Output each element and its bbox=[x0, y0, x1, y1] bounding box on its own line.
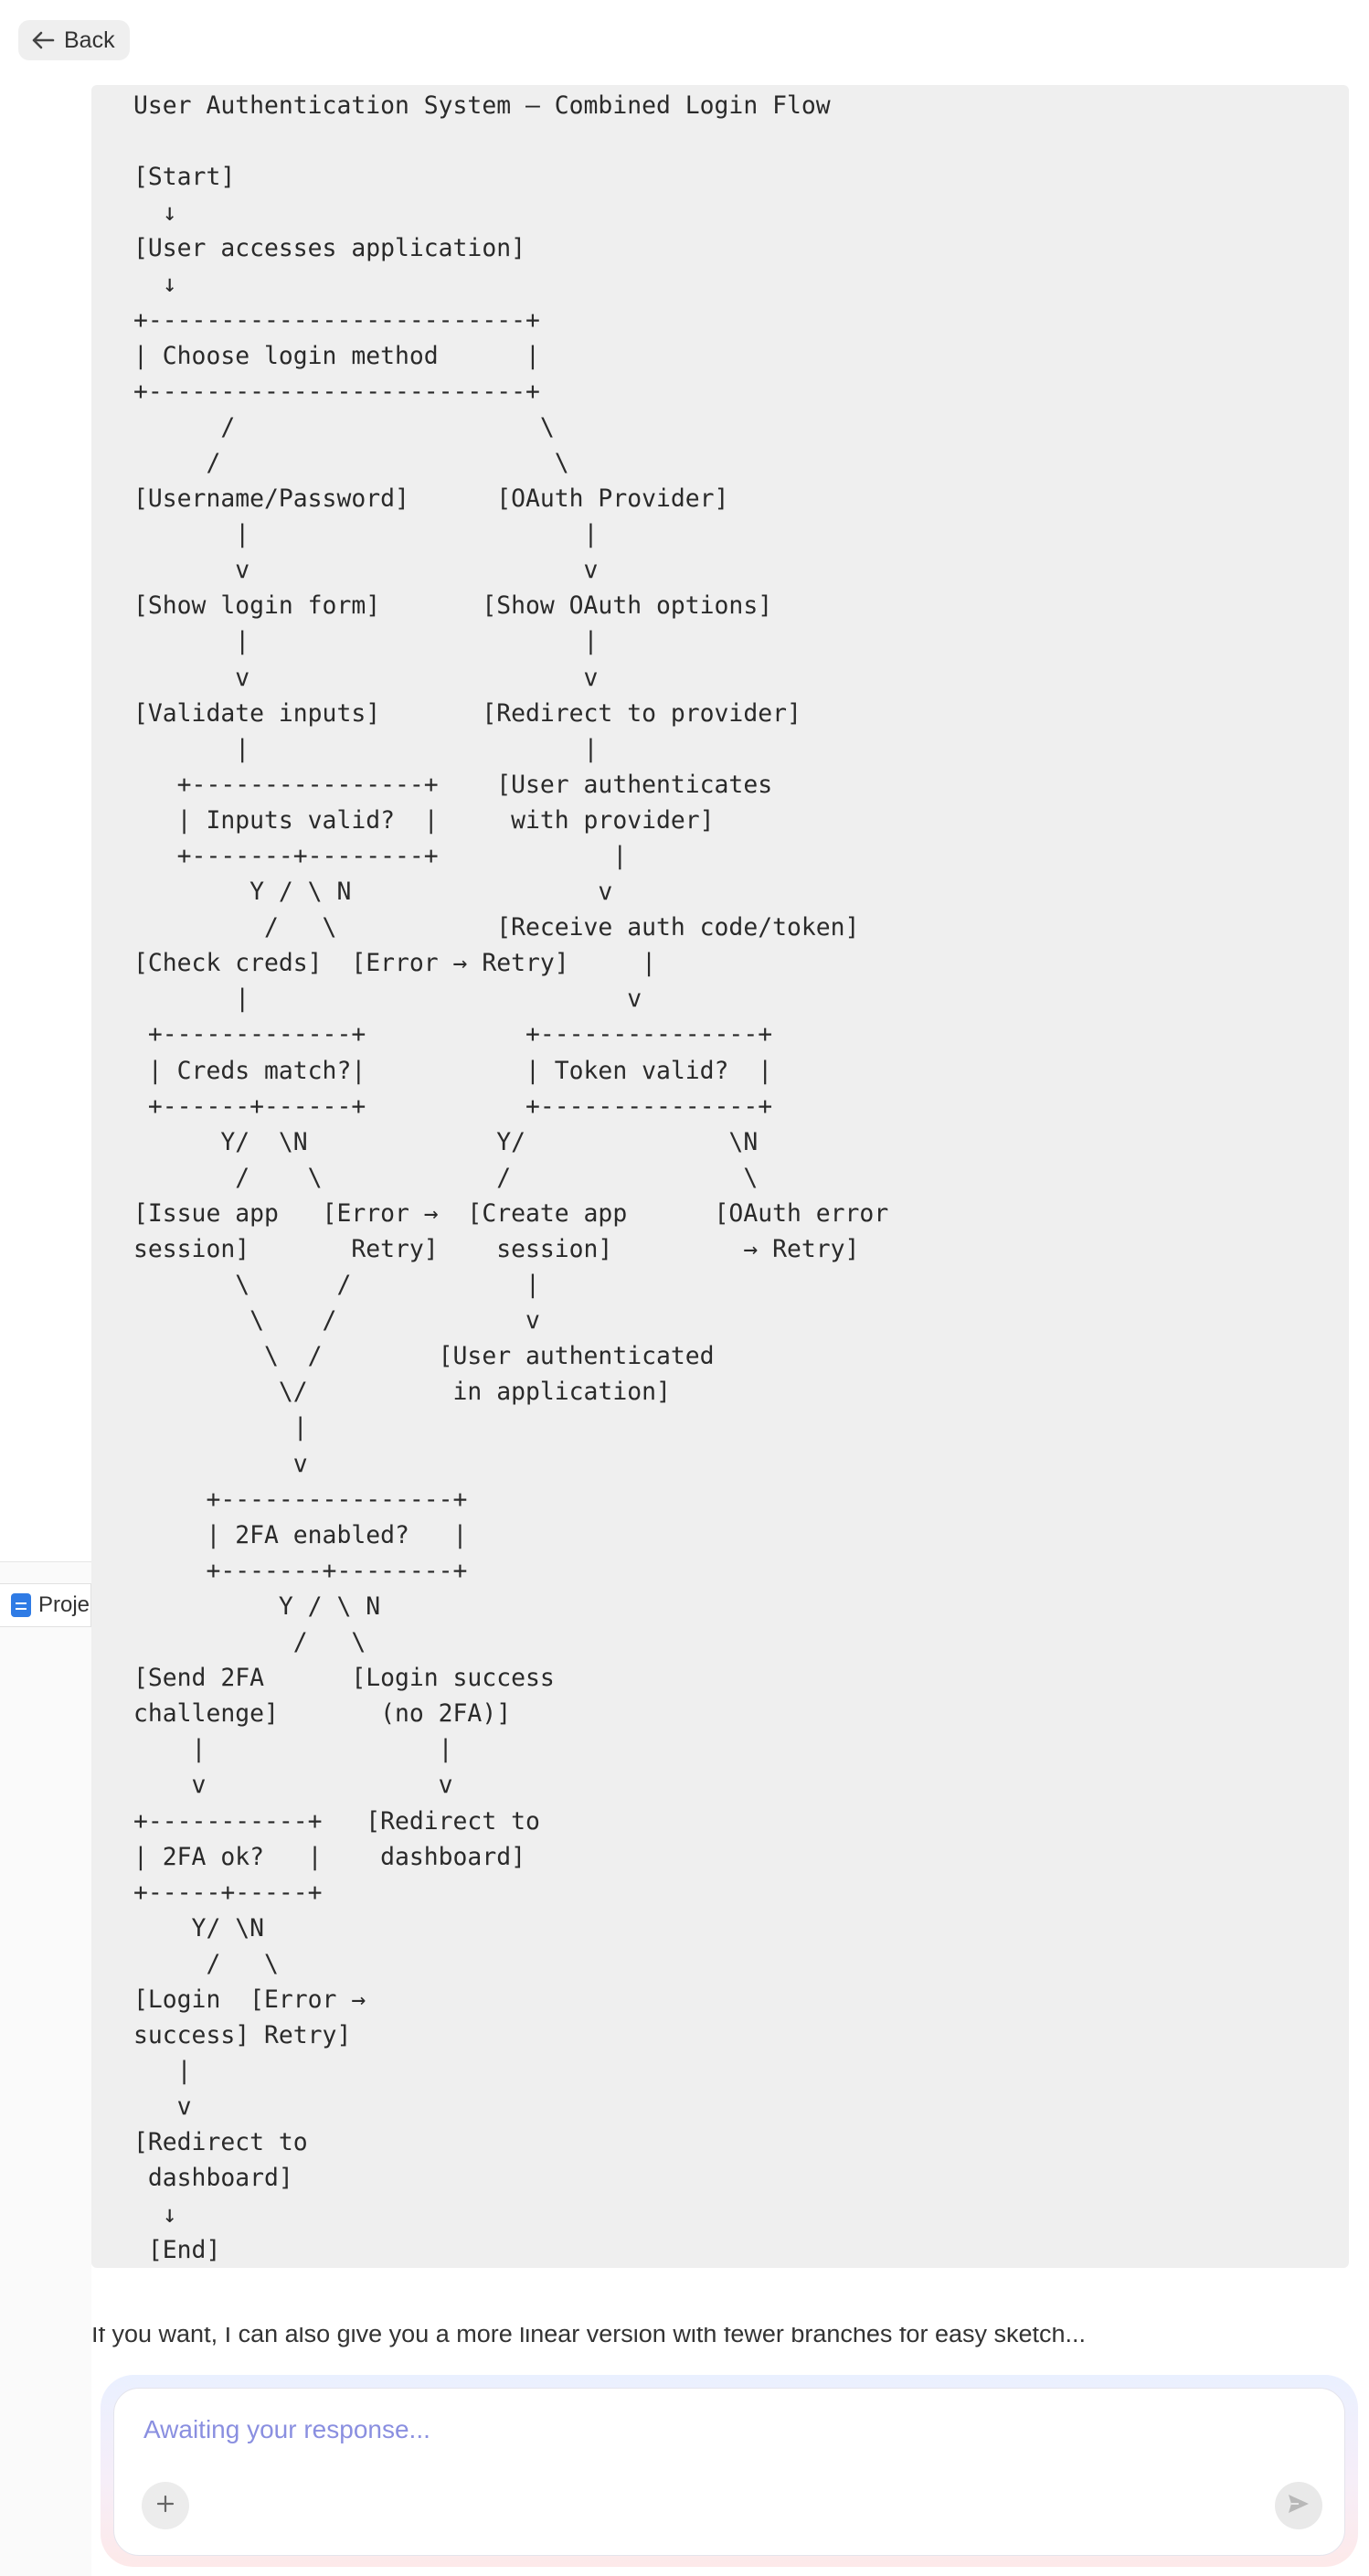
add-attachment-button[interactable] bbox=[142, 2482, 189, 2529]
side-tab-project[interactable]: Proje bbox=[0, 1583, 91, 1627]
arrow-left-icon bbox=[31, 30, 55, 50]
message-input[interactable] bbox=[142, 2414, 1242, 2445]
code-block: User Authentication System – Combined Lo… bbox=[91, 85, 1349, 2268]
composer bbox=[113, 2388, 1345, 2556]
send-icon bbox=[1287, 2493, 1311, 2519]
back-button[interactable]: Back bbox=[18, 20, 130, 60]
code-block-content: User Authentication System – Combined Lo… bbox=[133, 91, 889, 2264]
message-text-truncated: If you want, I can also give you a more … bbox=[91, 2327, 1349, 2347]
left-rail bbox=[0, 1561, 91, 2576]
back-button-label: Back bbox=[64, 27, 115, 53]
document-icon bbox=[11, 1593, 31, 1617]
side-tab-label: Proje bbox=[38, 1592, 90, 1617]
plus-icon bbox=[155, 2494, 175, 2518]
message-text: If you want, I can also give you a more … bbox=[91, 2327, 1087, 2347]
send-button[interactable] bbox=[1275, 2482, 1322, 2529]
